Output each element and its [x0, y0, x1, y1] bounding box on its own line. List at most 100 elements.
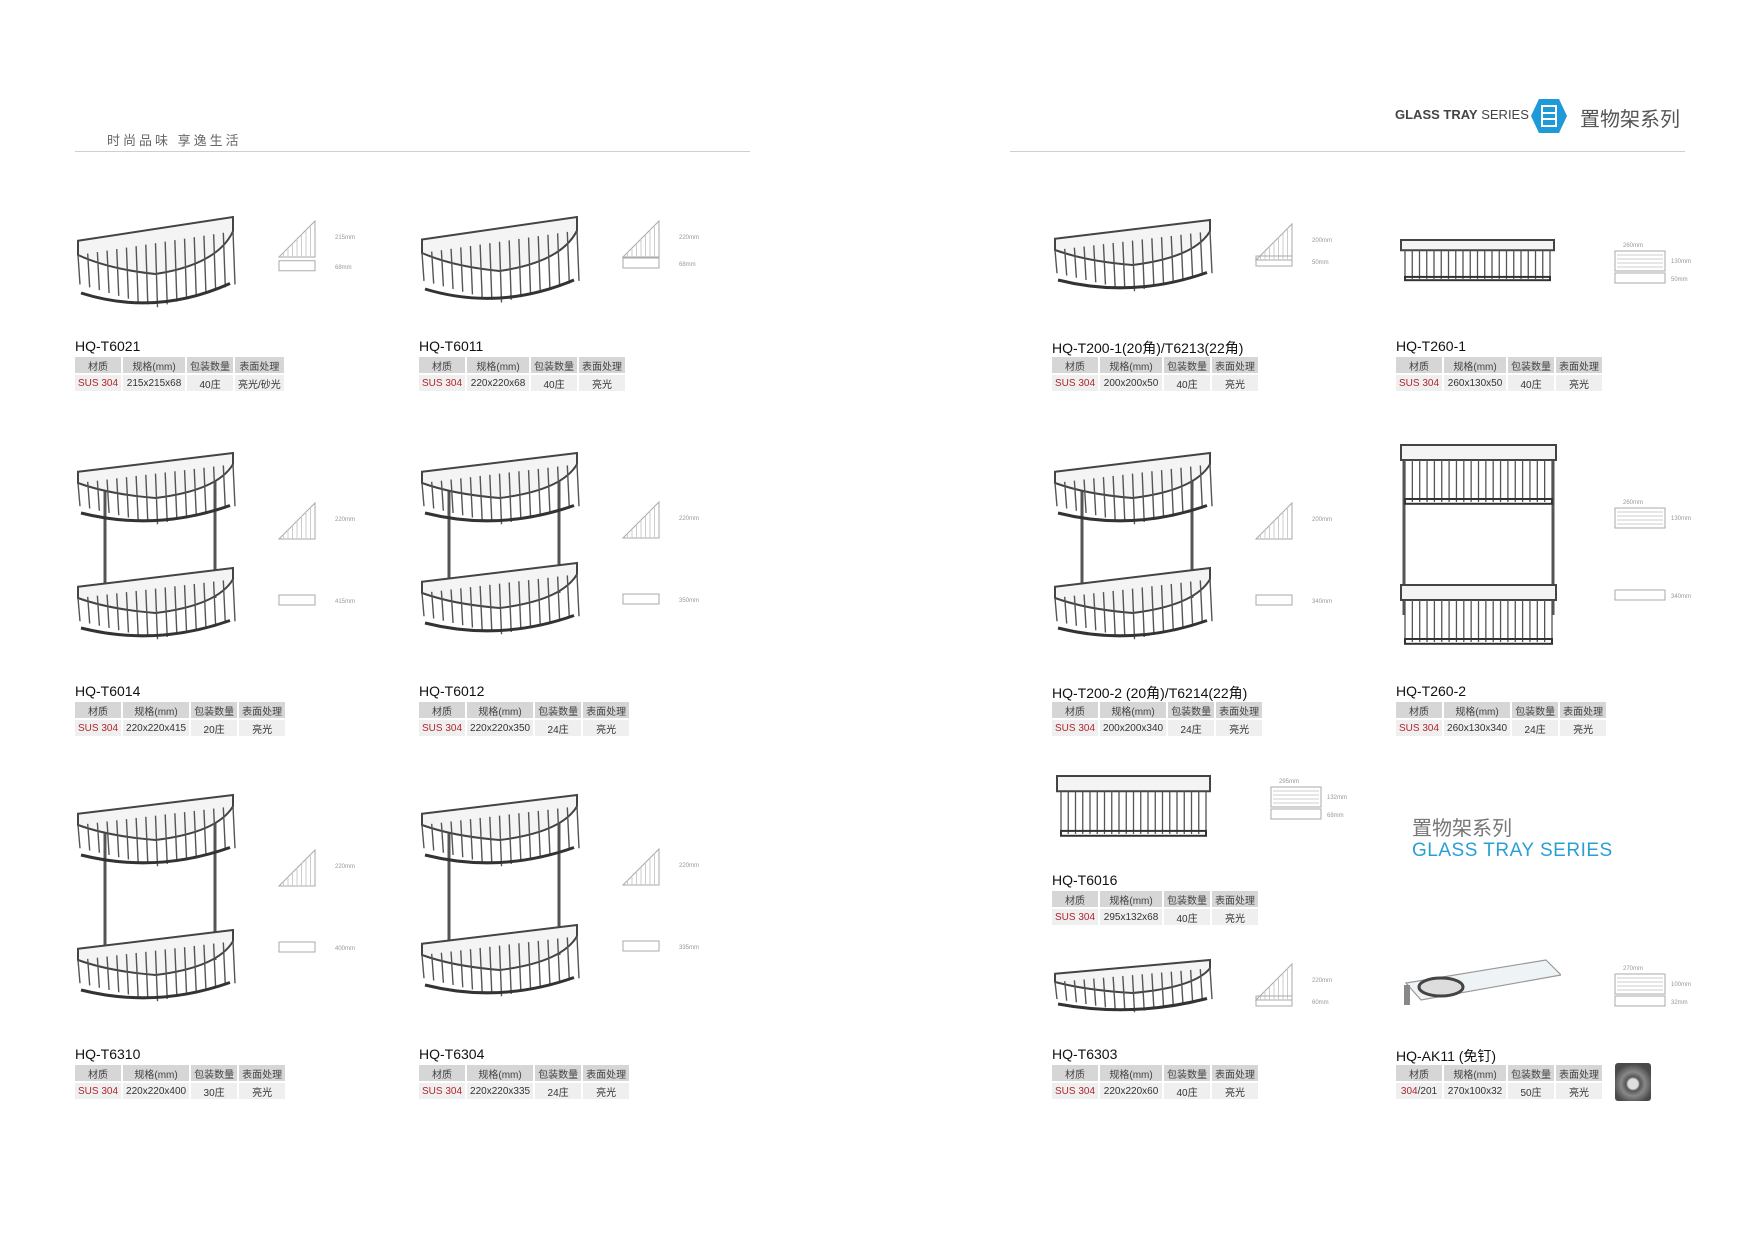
series-title-light: SERIES: [1481, 107, 1529, 122]
material-cell: SUS 304: [1396, 375, 1443, 391]
spec-header-row: 材质规格(mm)包装数量表面处理: [75, 357, 284, 373]
dimension-label: 415mm: [335, 599, 355, 605]
dimension-label: 50mm: [1671, 277, 1688, 283]
pack-qty-cell: 40庄: [1164, 375, 1211, 391]
spec-header-cell: 材质: [1052, 702, 1099, 718]
dimension-label: 220mm: [679, 863, 699, 869]
pack-qty-cell: 30庄: [191, 1083, 238, 1099]
dimension-label: 68mm: [1327, 813, 1344, 819]
spec-header-cell: 表面处理: [579, 357, 626, 373]
material-grade: SUS 304: [422, 377, 463, 389]
product-photo-corner2: [75, 790, 240, 1020]
size-cell: 295x132x68: [1100, 909, 1163, 925]
spec-header-cell: 包装数量: [191, 702, 238, 718]
material-cell: 304/201: [1396, 1083, 1442, 1099]
size-cell: 260x130x50: [1444, 375, 1507, 391]
left-header-divider: [75, 151, 750, 152]
spec-header-row: 材质规格(mm)包装数量表面处理: [1396, 702, 1607, 718]
spec-header-cell: 材质: [1396, 357, 1443, 373]
material-cell: SUS 304: [419, 375, 466, 391]
finish-cell: 亮光: [1560, 720, 1607, 736]
product-model-name: HQ-T6310: [75, 1046, 141, 1062]
spec-header-row: 材质规格(mm)包装数量表面处理: [1052, 891, 1259, 907]
material-cell: SUS 304: [75, 720, 122, 736]
spec-header-cell: 包装数量: [1168, 702, 1215, 718]
spec-header-cell: 包装数量: [1164, 357, 1211, 373]
material-grade: SUS 304: [78, 722, 119, 734]
finish-cell: 亮光: [1556, 1083, 1602, 1099]
dimension-label: 295mm: [1279, 779, 1299, 785]
size-cell: 220x220x60: [1100, 1083, 1163, 1099]
pack-qty-cell: 24庄: [535, 1083, 582, 1099]
product-model-name: HQ-T260-2: [1396, 683, 1467, 699]
spec-header-cell: 材质: [1396, 702, 1443, 718]
spec-header-cell: 规格(mm): [1444, 702, 1511, 718]
dimension-label: 130mm: [1671, 259, 1691, 265]
spec-header-cell: 包装数量: [1164, 891, 1211, 907]
dimension-label: 215mm: [335, 235, 355, 241]
dimension-drawing: 220mm 350mm: [619, 498, 729, 613]
spec-header-cell: 表面处理: [1216, 702, 1263, 718]
dimension-label: 220mm: [679, 516, 699, 522]
dimension-label: 200mm: [1312, 517, 1332, 523]
product-photo-rect: [1052, 768, 1217, 848]
product-model-name: HQ-T6016: [1052, 872, 1118, 888]
spec-header-cell: 表面处理: [583, 702, 630, 718]
size-cell: 220x220x415: [123, 720, 190, 736]
spec-header-cell: 表面处理: [1212, 357, 1259, 373]
product-photo-rect: [1396, 232, 1561, 292]
spec-header-row: 材质规格(mm)包装数量表面处理: [1396, 1065, 1602, 1081]
dimension-drawing: 220mm 335mm: [619, 845, 729, 960]
material-cell: SUS 304: [1052, 1083, 1099, 1099]
pack-qty-cell: 24庄: [1512, 720, 1559, 736]
dimension-label: 335mm: [679, 945, 699, 951]
material-cell: SUS 304: [75, 1083, 122, 1099]
finish-cell: 亮光/砂光: [235, 375, 284, 391]
finish-cell: 亮光: [239, 720, 286, 736]
dimension-label: 220mm: [1312, 978, 1332, 984]
pack-qty-cell: 20庄: [191, 720, 238, 736]
spec-header-row: 材质规格(mm)包装数量表面处理: [1052, 357, 1259, 373]
product-photo-corner: [75, 212, 240, 322]
spec-header-cell: 材质: [419, 357, 466, 373]
size-cell: 220x220x68: [467, 375, 530, 391]
spec-header-cell: 表面处理: [1212, 1065, 1259, 1081]
dimension-label: 68mm: [335, 265, 352, 271]
dimension-label: 350mm: [679, 598, 699, 604]
product-photo-corner2: [419, 790, 584, 1015]
dimension-label: 50mm: [1312, 260, 1329, 266]
spec-header-cell: 包装数量: [535, 1065, 582, 1081]
product-photo-corner: [1052, 955, 1217, 1025]
material-cell: SUS 304: [419, 1083, 466, 1099]
pack-qty-cell: 40庄: [1164, 909, 1211, 925]
finish-cell: 亮光: [1212, 909, 1259, 925]
spec-header-cell: 包装数量: [1508, 357, 1555, 373]
spec-header-row: 材质规格(mm)包装数量表面处理: [75, 702, 286, 718]
material-alt: /201: [1417, 1085, 1438, 1097]
product-model-name: HQ-T6012: [419, 683, 485, 699]
product-photo-corner2: [419, 448, 584, 653]
dimension-label: 132mm: [1327, 795, 1347, 801]
spec-header-cell: 规格(mm): [123, 1065, 190, 1081]
spec-header-cell: 规格(mm): [467, 357, 530, 373]
size-cell: 260x130x340: [1444, 720, 1511, 736]
spec-header-cell: 表面处理: [1556, 1065, 1602, 1081]
spec-header-cell: 材质: [75, 702, 122, 718]
size-cell: 200x200x50: [1100, 375, 1163, 391]
spec-header-cell: 表面处理: [239, 1065, 286, 1081]
spec-header-row: 材质规格(mm)包装数量表面处理: [419, 702, 630, 718]
dimension-label: 200mm: [1312, 238, 1332, 244]
material-cell: SUS 304: [1052, 909, 1099, 925]
